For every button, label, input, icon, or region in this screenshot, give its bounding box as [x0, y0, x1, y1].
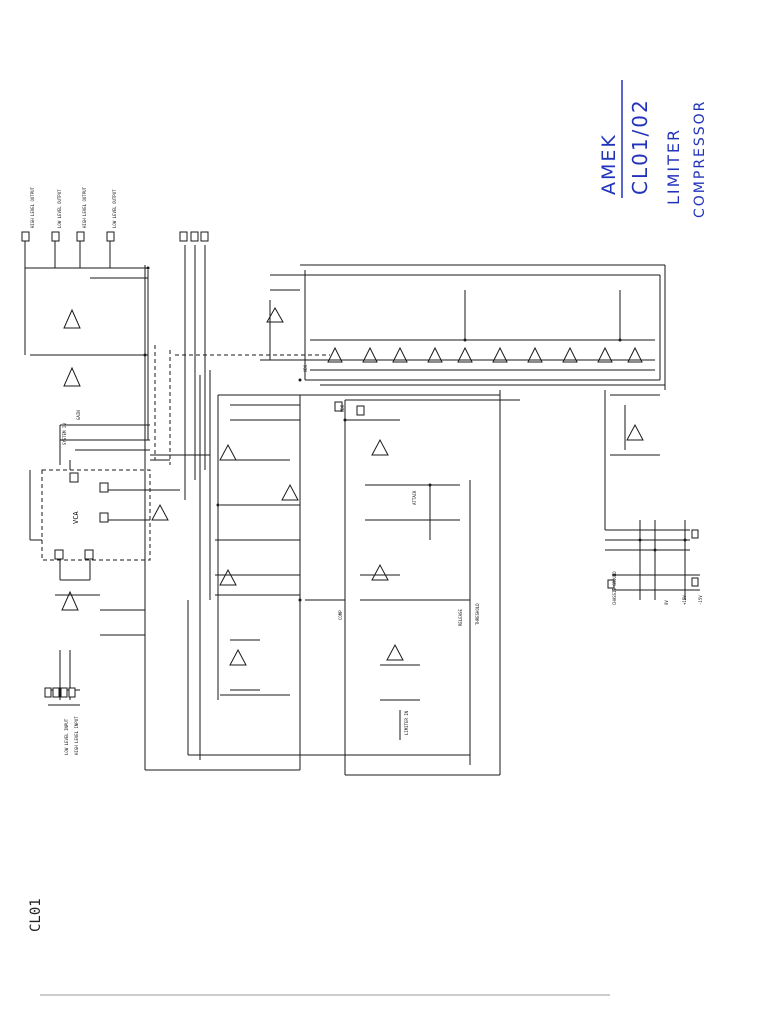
output-label-2: LOW LEVEL OUTPUT [57, 189, 62, 228]
label-0v: 0V [664, 600, 669, 605]
label-release: RELEASE [458, 609, 463, 626]
input-label-low: LOW LEVEL INPUT [64, 718, 69, 755]
component-marks [21, 231, 699, 698]
label-attack: ATTACK [412, 490, 417, 505]
label-system-in: SYSTEM IN [62, 423, 67, 445]
label-minus15v: -15V [698, 595, 703, 605]
input-label-high: HIGH LEVEL INPUT [74, 716, 79, 755]
side-label: CL01 [28, 898, 44, 932]
label-plus15v: +15V [682, 595, 687, 605]
label-threshold: THRESHOLD [475, 603, 480, 625]
label-comp: COMP [338, 610, 343, 620]
opamp-symbols [61, 306, 644, 666]
output-label-1: HIGH LEVEL OUTPUT [30, 187, 35, 228]
output-label-3: HIGH LEVEL OUTPUT [82, 187, 87, 228]
handwritten-brand: AMEK [598, 133, 620, 195]
label-hdo: HDO [303, 364, 308, 372]
label-gain: GAIN [76, 410, 81, 420]
schematic-wiring [24, 240, 700, 776]
output-label-4: LOW LEVEL OUTPUT [112, 189, 117, 228]
handwritten-line4: COMPRESSOR [692, 99, 708, 218]
handwritten-line3: LIMITER [664, 127, 683, 205]
label-hdr: HDR [340, 404, 345, 412]
label-chassis-ground: CHASSIS GROUND [612, 571, 617, 605]
label-limiter-in: LIMITER IN [404, 710, 409, 735]
vca-label: VCA [72, 511, 80, 524]
handwritten-model: CL01/02 [628, 98, 652, 195]
brand-underline [621, 80, 623, 198]
junction-dots [143, 266, 687, 602]
